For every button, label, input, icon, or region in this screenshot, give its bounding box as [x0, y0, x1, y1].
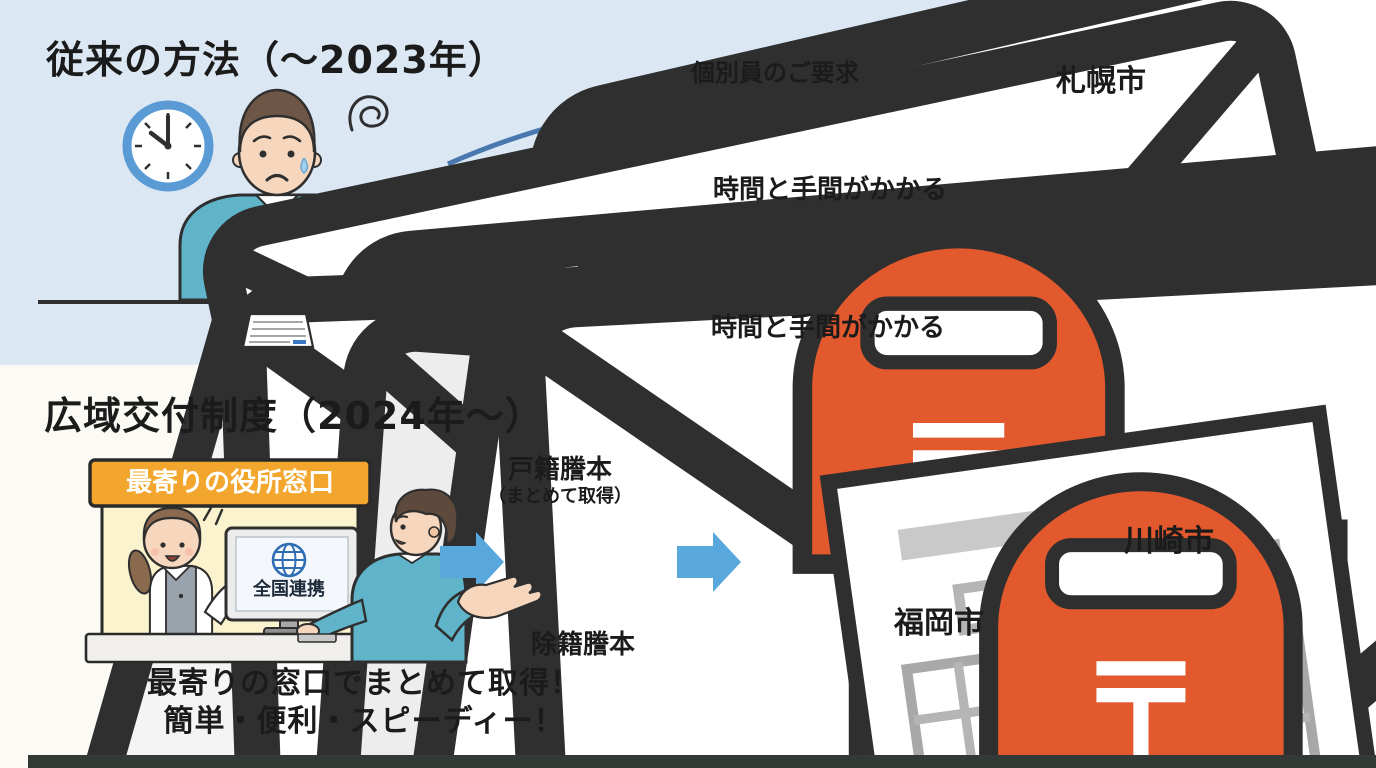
overwhelmed-man-illustration [38, 0, 1376, 768]
city-label-sapporo: 札幌市 [1056, 64, 1146, 99]
holding-hand [434, 575, 543, 643]
city-label-fukuoka: 福岡市 [894, 606, 984, 641]
service-counter [84, 632, 388, 664]
bottom-border-strip [28, 755, 1376, 768]
applicant-figure [296, 488, 468, 664]
tagline-line2: 簡単・便利・スピーディー！ [163, 704, 565, 739]
flow-arrow-right [677, 532, 741, 592]
office-illustration [84, 458, 468, 664]
individual-request-label: 個別員のご要求 [691, 59, 859, 87]
letter-document [241, 312, 315, 349]
removed-register-label: 除籍謄本 [530, 630, 635, 660]
flow-arrow-left [440, 532, 504, 592]
keyboard-icon [297, 633, 337, 643]
sparkle-lines [202, 504, 224, 526]
globe-icon [271, 542, 307, 578]
office-banner [88, 458, 372, 508]
computer-monitor [224, 526, 360, 638]
tagline-line1: 最寄りの窓口でまとめて取得！ [147, 666, 581, 701]
family-register-label: 戸籍謄本 [507, 455, 612, 485]
delay-label-top: 時間と手間がかかる [712, 175, 947, 205]
wide-area-title: 広域交付制度（2024年〜） [44, 394, 544, 438]
monitor-screen-label: 全国連携 [253, 579, 325, 600]
clock-icon [122, 100, 214, 192]
documents-stack [434, 412, 1376, 768]
traditional-title: 従来の方法（〜2023年） [46, 38, 507, 82]
stress-squiggle-icon [348, 95, 389, 132]
city-label-kawasaki: 川崎市 [1124, 524, 1214, 559]
family-register-note: （まとめて取得） [488, 486, 632, 507]
delay-label-bottom: 時間と手間がかかる [710, 313, 945, 343]
office-banner-label: 最寄りの役所窓口 [125, 468, 334, 498]
